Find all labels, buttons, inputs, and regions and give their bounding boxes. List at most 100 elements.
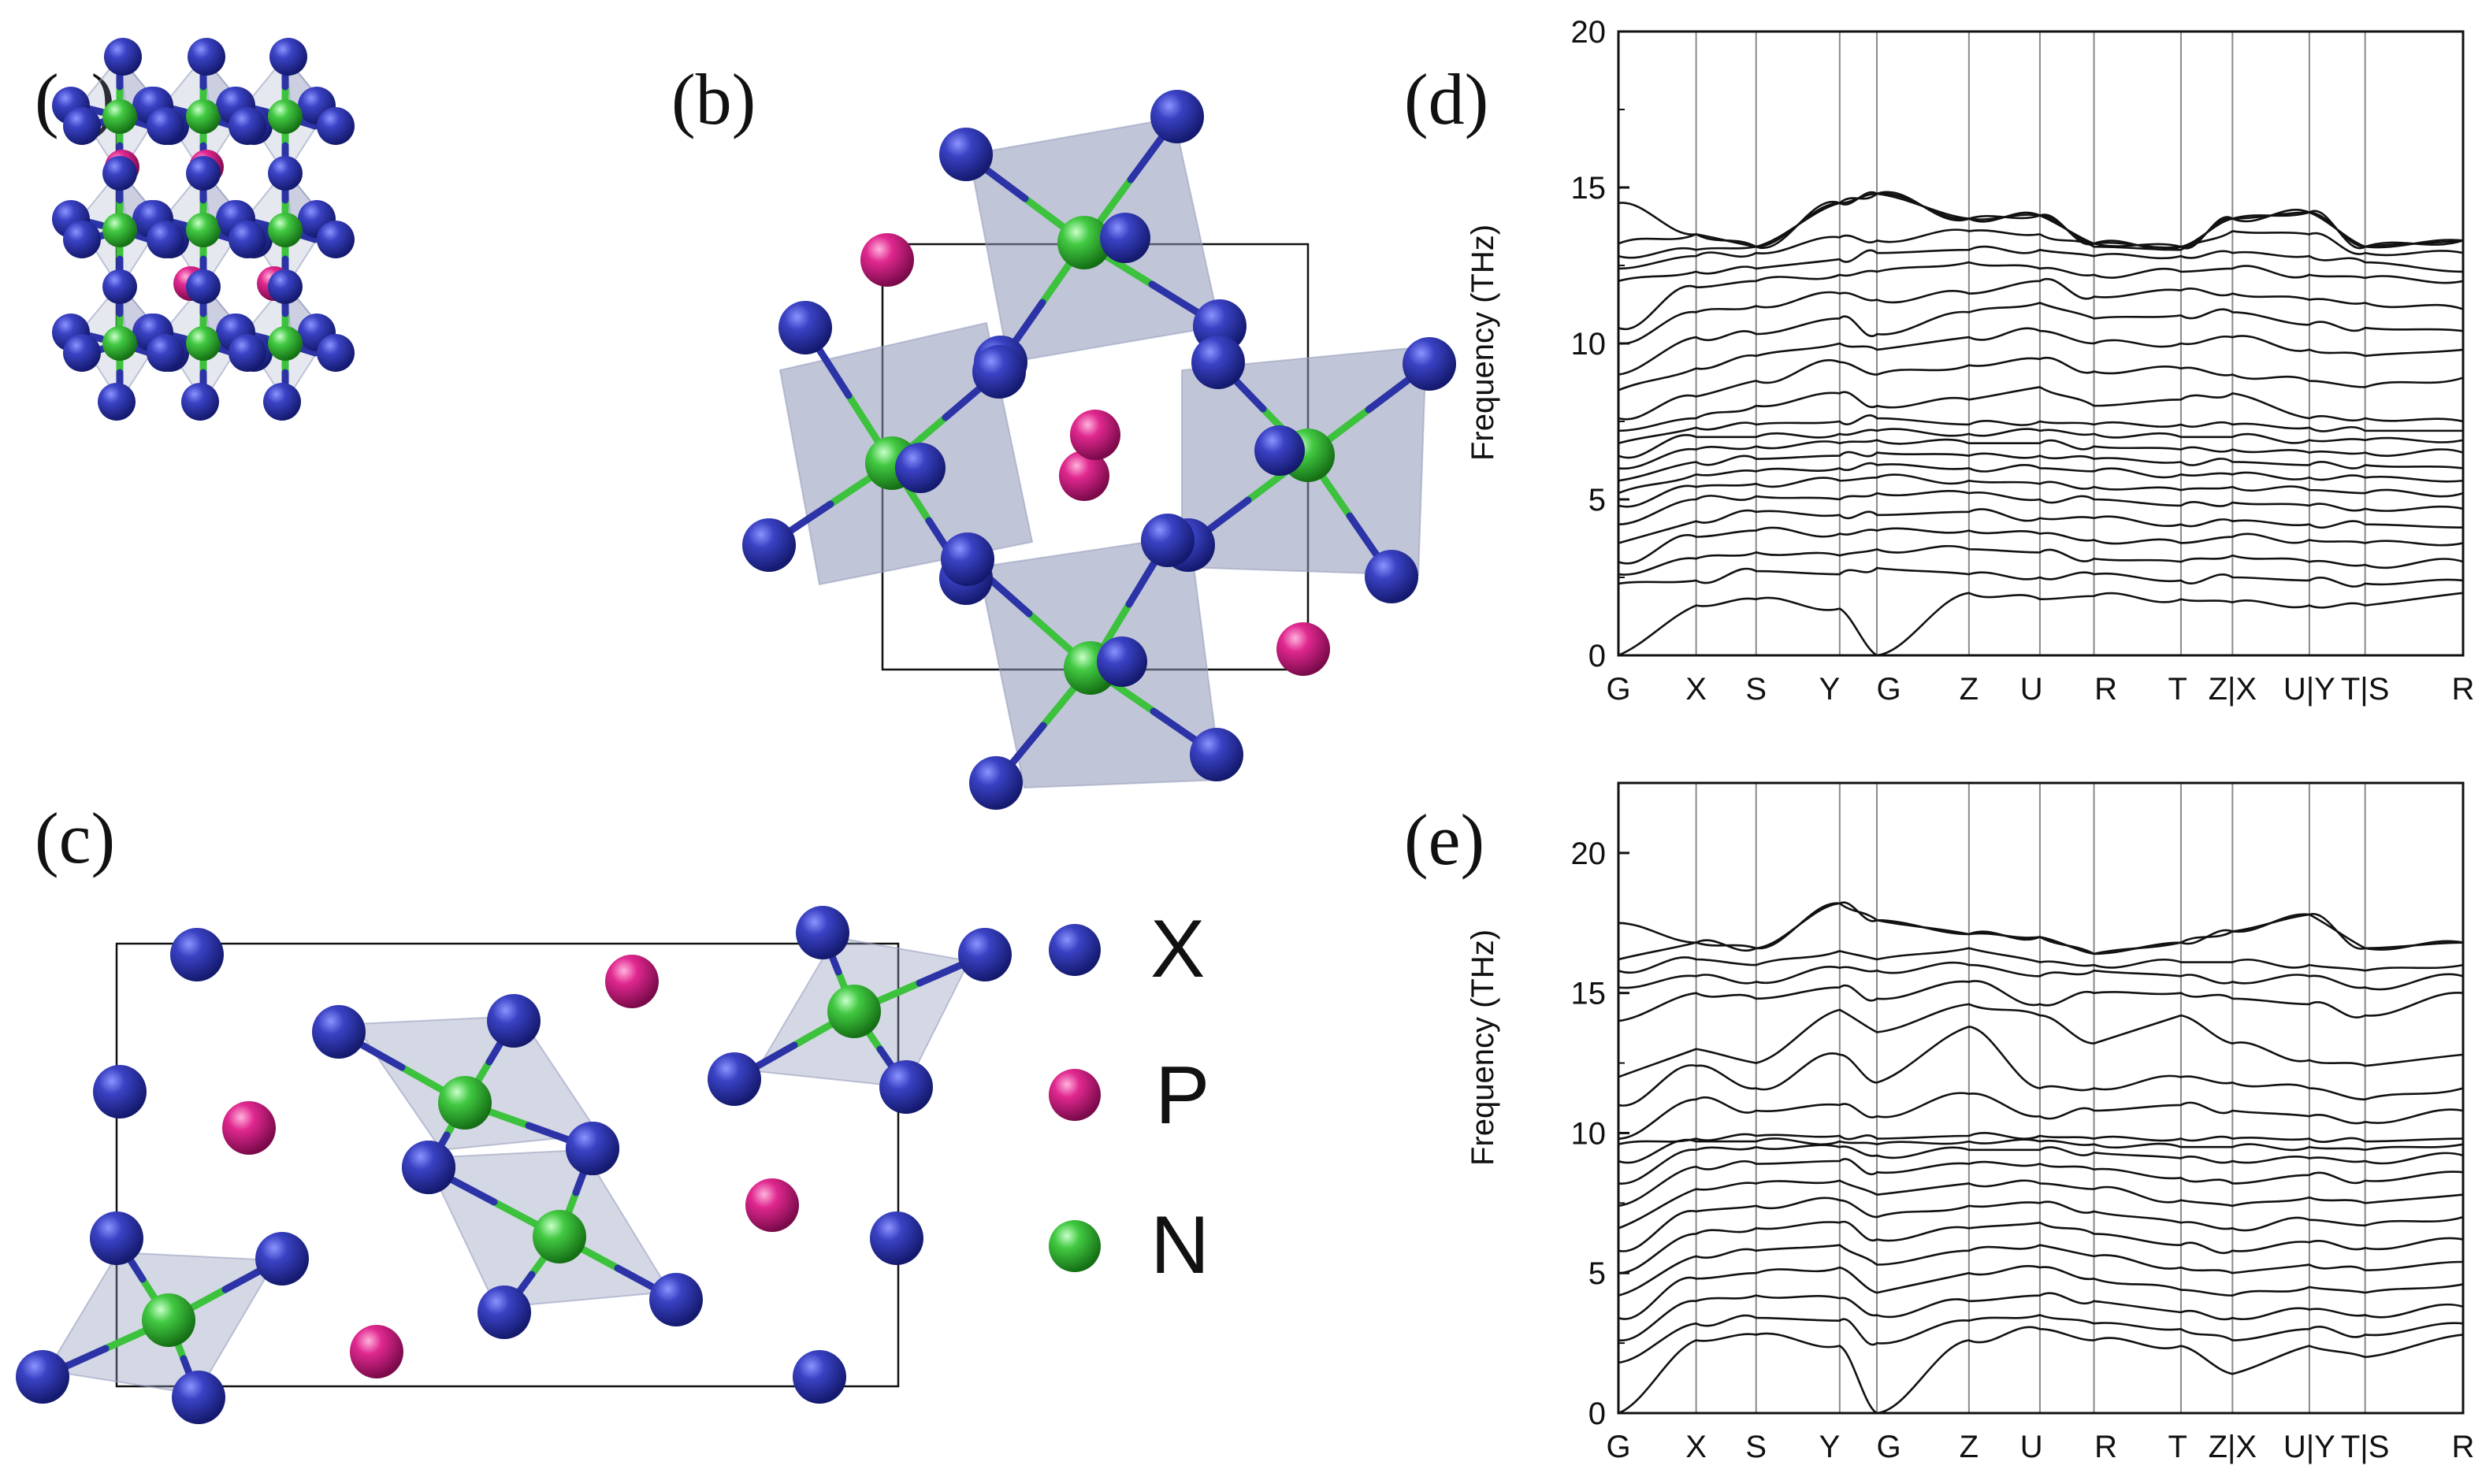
phonon-band — [1618, 490, 2464, 525]
x-atom — [147, 221, 184, 258]
phonon-band — [1618, 278, 2464, 345]
legend-n-atom — [1049, 1220, 1101, 1272]
y-tick-label: 10 — [1571, 327, 1607, 362]
kpath-label: G — [1606, 672, 1630, 707]
kpath-label: Z|X — [2209, 1430, 2257, 1464]
kpath-label: R — [2452, 1430, 2475, 1464]
kpoint-gridlines-d — [1695, 32, 2366, 655]
kpath-label: U|Y — [2283, 1430, 2335, 1464]
kpath-label: G — [1876, 1430, 1901, 1464]
legend-label-n: N — [1150, 1200, 1209, 1291]
x-atom — [63, 107, 101, 145]
x-atom — [102, 269, 137, 304]
phonon-bands-d — [1618, 191, 2464, 657]
kpoint-gridlines-e — [1695, 783, 2366, 1413]
x-atom — [969, 756, 1023, 810]
phonon-band — [1618, 192, 2464, 250]
phonon-band — [1618, 473, 2464, 508]
plot-frame-e — [1617, 781, 2465, 1415]
n-atom — [186, 99, 221, 134]
x-atom — [181, 383, 219, 421]
phonon-band — [1618, 462, 2464, 495]
x-atom — [649, 1273, 703, 1326]
x-atom — [796, 906, 849, 959]
p-atom — [1059, 451, 1109, 501]
p-atom — [860, 233, 914, 287]
x-atom — [317, 107, 355, 145]
kpath-label: T|S — [2341, 672, 2390, 707]
x-atom — [708, 1052, 761, 1106]
plot-frame-d — [1617, 30, 2465, 657]
phonon-band — [1618, 901, 2464, 955]
n-atom — [1057, 216, 1111, 269]
x-atom — [317, 221, 355, 258]
n-atom — [102, 213, 137, 247]
bond — [296, 231, 319, 243]
x-atom — [229, 334, 266, 372]
phonon-band — [1618, 592, 2464, 657]
kpath-label: Z — [1960, 1430, 1979, 1464]
y-tick-label: 5 — [1588, 1256, 1606, 1291]
phonon-band — [1618, 1179, 2464, 1230]
legend-label-p: P — [1155, 1050, 1209, 1141]
x-atom — [98, 383, 136, 421]
phonon-band — [1618, 1265, 2464, 1320]
p-atom — [222, 1101, 276, 1155]
x-atom — [104, 38, 142, 76]
x-atom — [147, 107, 184, 145]
phonon-band — [1618, 245, 2464, 283]
phonon-band — [1618, 1003, 2464, 1078]
phonon-band — [1618, 1092, 2464, 1140]
x-atom — [1100, 213, 1150, 263]
p-atom — [1070, 410, 1120, 460]
n-atom — [102, 99, 137, 134]
y-tick-label: 5 — [1588, 483, 1606, 518]
p-atom — [745, 1178, 799, 1232]
kpath-label: Z — [1960, 672, 1979, 707]
x-atom — [477, 1286, 531, 1339]
x-atom — [312, 1005, 366, 1059]
p-atom — [350, 1325, 403, 1378]
phonon-band — [1618, 566, 2464, 588]
kpath-label: Y — [1819, 1430, 1841, 1464]
x-atom — [566, 1122, 619, 1175]
x-atom — [263, 383, 301, 421]
y-tick-label: 15 — [1571, 977, 1607, 1011]
x-atom — [63, 221, 101, 258]
x-atom — [170, 928, 224, 981]
phonon-band — [1618, 302, 2464, 376]
x-atom — [172, 1371, 225, 1424]
kpath-label: X — [1685, 1430, 1707, 1464]
panel-label-c: (c) — [35, 798, 116, 878]
y-tick-label: 20 — [1571, 15, 1607, 50]
x-atom — [268, 156, 303, 191]
crystal-structure-c — [16, 906, 1012, 1424]
x-atom — [487, 994, 541, 1048]
y-tick-label: 0 — [1588, 1397, 1606, 1431]
x-atom — [1150, 90, 1204, 143]
x-atom — [941, 532, 994, 586]
n-atom — [186, 326, 221, 361]
crystal-structure-a — [52, 38, 355, 421]
unit-cell — [115, 942, 900, 1388]
phonon-band — [1618, 414, 2463, 444]
phonon-band — [1618, 451, 2464, 482]
p-atom — [605, 955, 659, 1008]
x-atom — [742, 518, 796, 572]
phonon-band — [1618, 191, 2464, 251]
phonon-band — [1618, 1326, 2464, 1415]
n-atom — [142, 1293, 195, 1347]
kpath-label: X — [1685, 672, 1707, 707]
n-atom — [533, 1210, 586, 1263]
y-tick-label: 10 — [1571, 1116, 1607, 1151]
phonon-band — [1618, 545, 2464, 576]
x-atom — [870, 1211, 923, 1265]
crystal-structure-b — [742, 90, 1456, 810]
kpath-label: R — [2452, 672, 2475, 707]
x-atom — [778, 301, 832, 354]
x-atom — [1190, 728, 1243, 781]
x-atom — [229, 107, 266, 145]
